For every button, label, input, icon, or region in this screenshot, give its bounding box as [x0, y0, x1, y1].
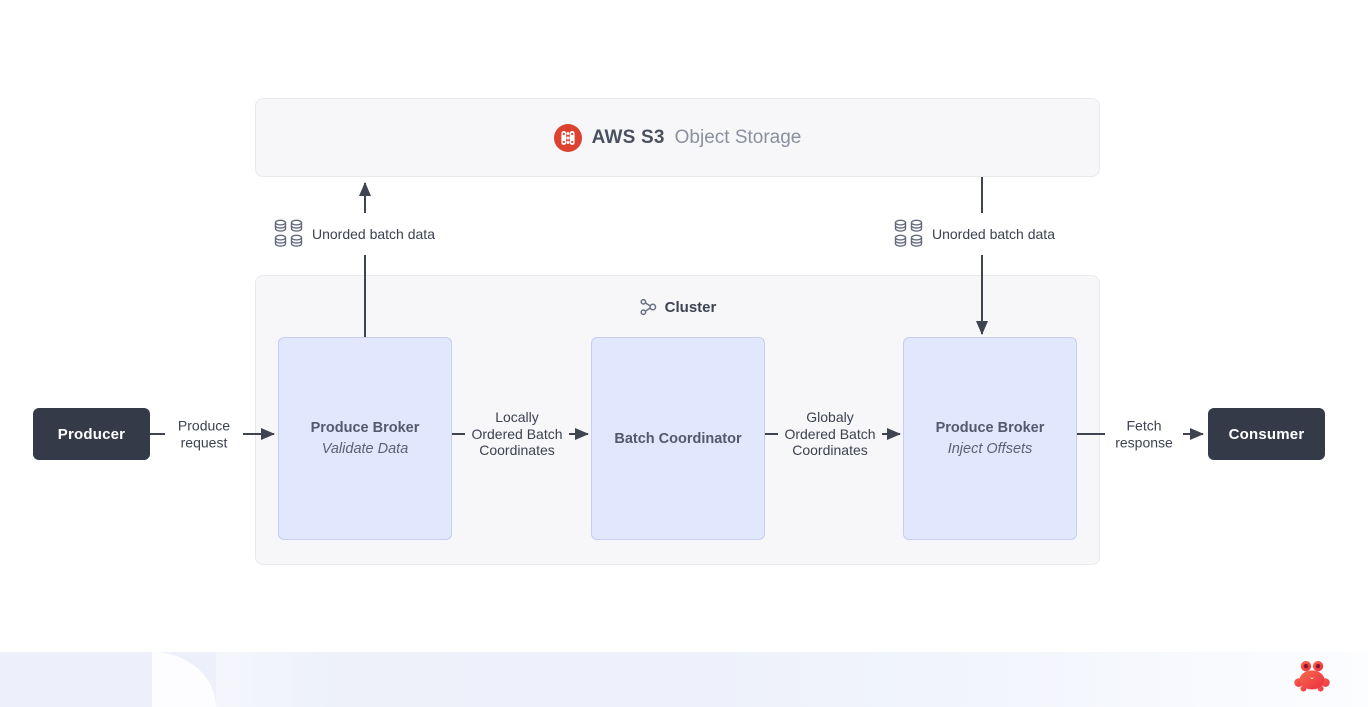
footer-soft-shape: [216, 652, 340, 707]
footer-band: [0, 652, 1368, 707]
node-broker-inject: Produce Broker Inject Offsets: [903, 337, 1077, 540]
node-title: Produce Broker: [310, 420, 420, 436]
node-consumer: Consumer: [1208, 408, 1325, 460]
cluster-header: Cluster: [256, 298, 1099, 316]
edge-label-produce-request: Produce request: [165, 415, 243, 453]
database-grid-icon: [894, 219, 923, 247]
edge-label-locally-ordered: Locally Ordered Batch Coordinates: [465, 407, 569, 461]
cluster-title: Cluster: [664, 298, 717, 316]
edge-label-globaly-ordered: Globaly Ordered Batch Coordinates: [778, 407, 882, 461]
unorded-batch-text: Unorded batch data: [932, 226, 1055, 242]
network-cluster-icon: [640, 298, 656, 316]
unorded-batch-label-left: Unorded batch data: [266, 213, 443, 255]
node-title: Produce Broker: [935, 420, 1045, 436]
node-batch-coordinator: Batch Coordinator: [591, 337, 765, 540]
s3-storage-bar: AWS S3 Object Storage: [255, 98, 1100, 177]
node-producer: Producer: [33, 408, 150, 460]
s3-brand-text: AWS S3: [591, 126, 665, 148]
s3-database-icon: [553, 123, 582, 152]
node-subtitle: Validate Data: [321, 441, 409, 457]
footer-wedge-shape: [152, 652, 216, 707]
node-title: Batch Coordinator: [614, 430, 742, 447]
edge-label-fetch-response: Fetch response: [1105, 415, 1183, 453]
node-broker-validate: Produce Broker Validate Data: [278, 337, 452, 540]
unorded-batch-text: Unorded batch data: [312, 226, 435, 242]
node-subtitle: Inject Offsets: [947, 441, 1033, 457]
unorded-batch-label-right: Unorded batch data: [886, 213, 1063, 255]
database-grid-icon: [274, 219, 303, 247]
s3-title-text: Object Storage: [674, 126, 802, 148]
crab-logo-icon: [1294, 660, 1330, 692]
